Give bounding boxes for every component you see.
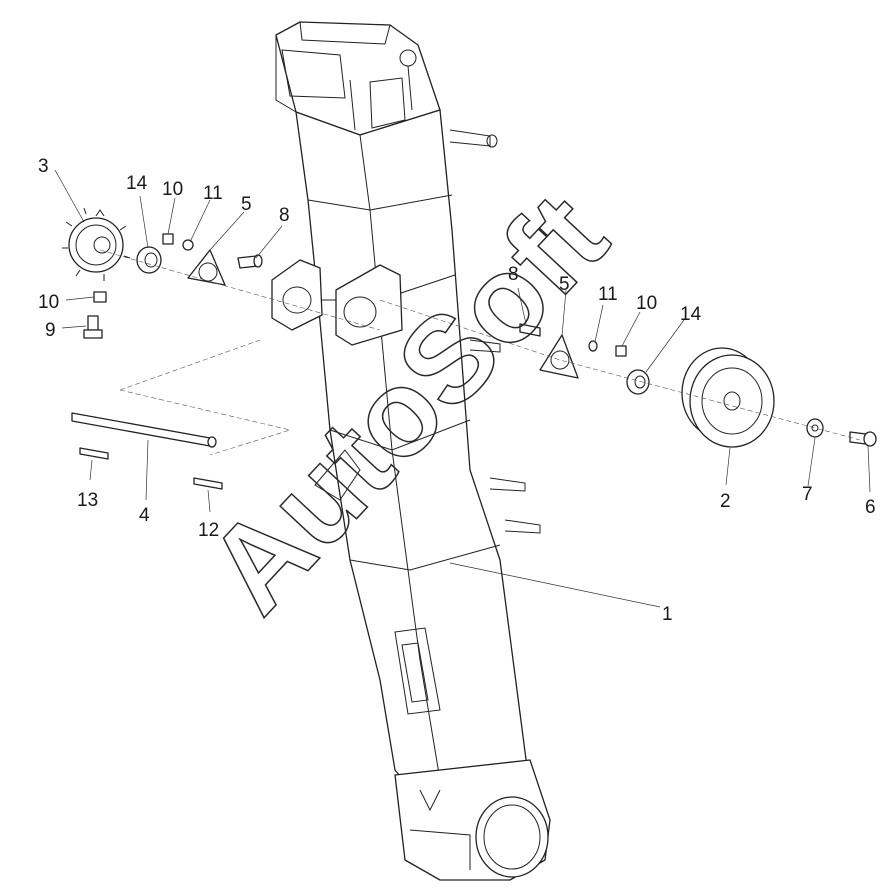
- assembly-axes: [99, 249, 861, 456]
- callout-11-right: 11: [598, 284, 618, 305]
- callout-10-right: 10: [636, 293, 657, 314]
- nut-left-upper: [162, 233, 174, 245]
- callout-14-right: 14: [680, 304, 702, 325]
- washer-7: [806, 418, 824, 438]
- washer-right: [588, 340, 598, 352]
- bolt-left-8: [237, 254, 263, 269]
- frame-housing: [271, 21, 551, 881]
- flange-right: [539, 334, 579, 379]
- key-12: [193, 477, 223, 490]
- callout-8-right: 8: [508, 264, 519, 285]
- callout-12: 12: [198, 520, 219, 541]
- bolt-6: [849, 431, 877, 447]
- callout-11-left: 11: [203, 183, 223, 204]
- callout-5-right: 5: [559, 274, 570, 295]
- callout-1: 1: [662, 604, 673, 625]
- bolt-right-8: [519, 323, 541, 337]
- callout-10-lower-left: 10: [38, 292, 59, 313]
- washer-left: [182, 239, 194, 251]
- callout-8-left: 8: [279, 205, 290, 226]
- leader-lines: [54, 169, 871, 608]
- callout-4: 4: [139, 505, 150, 526]
- callout-5-left: 5: [241, 194, 252, 215]
- shaft: [71, 412, 217, 448]
- callout-2: 2: [720, 491, 731, 512]
- key-13: [79, 447, 109, 460]
- nut-left-lower: [93, 291, 107, 303]
- nut-right: [615, 345, 627, 357]
- sprocket-gear: [62, 207, 131, 281]
- flange-left: [187, 249, 226, 286]
- callout-14-left: 14: [126, 173, 148, 194]
- callout-6: 6: [865, 497, 876, 518]
- bearing-left: [136, 246, 162, 274]
- bolt-left-9: [83, 315, 103, 339]
- callout-10-upper-left: 10: [162, 179, 183, 200]
- callout-9: 9: [45, 320, 56, 341]
- pulley-wheel: [681, 347, 775, 448]
- callout-labels: 1 2 3 4 5 5 6 7 8 8 9 10 10 10 11 11 12 …: [38, 156, 876, 625]
- callout-13: 13: [77, 490, 98, 511]
- bearing-right: [626, 369, 650, 395]
- callout-7: 7: [802, 484, 813, 505]
- callout-3: 3: [38, 156, 49, 177]
